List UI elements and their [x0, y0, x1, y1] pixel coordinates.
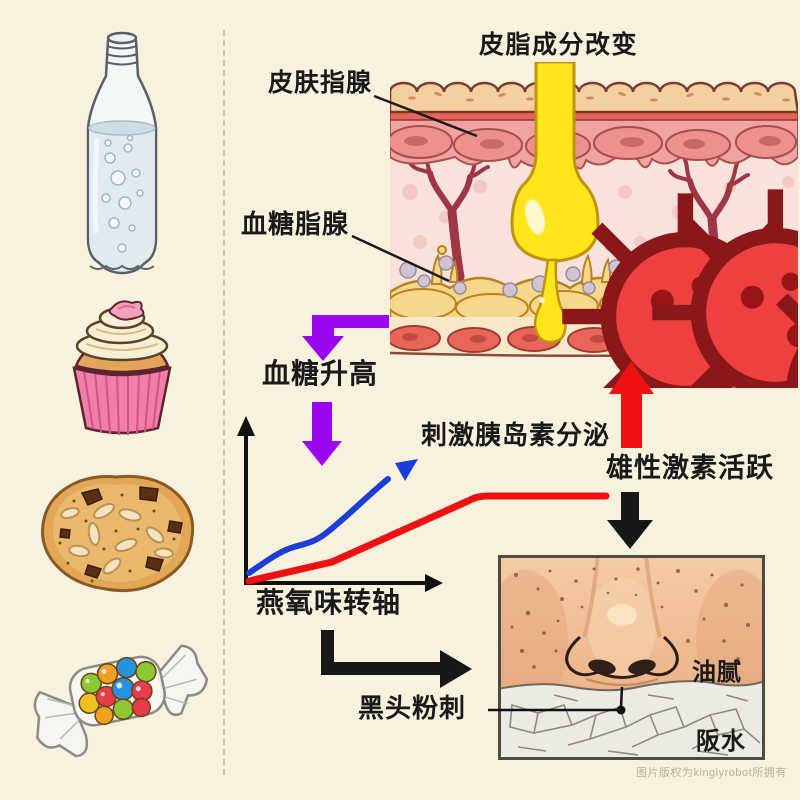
black-elbow-arrow — [321, 630, 472, 688]
label-insulin-secretion: 刺激胰岛素分泌 — [421, 421, 611, 450]
label-blood-sugar-gland: 血糖脂腺 — [241, 210, 350, 239]
dry-cracked-skin — [498, 680, 765, 760]
nostril-left — [588, 659, 616, 675]
label-blood-sugar-rise: 血糖升高 — [262, 359, 379, 390]
skin-cross-section-illustration — [390, 62, 798, 388]
watermark: 图片版权为kinglyrobot所拥有 — [636, 767, 787, 779]
nostril-right — [628, 659, 656, 675]
label-oily: 油腻 — [692, 660, 742, 686]
blue-curve-arrowhead — [395, 459, 418, 481]
wrapper-right-twist — [157, 644, 208, 717]
y-axis-arrowhead — [237, 416, 255, 436]
nose-panel-illustration — [498, 555, 765, 760]
candy-balls — [78, 656, 157, 726]
label-chart-x-axis: 燕氧味转轴 — [256, 588, 402, 619]
purple-down-arrow — [302, 402, 342, 466]
x-axis-arrowhead — [425, 574, 443, 592]
soda-bottle-illustration — [86, 31, 158, 275]
label-blackhead: 黑头粉刺 — [358, 694, 467, 723]
purple-elbow-arrow — [302, 315, 389, 361]
label-dry-water: 阪水 — [696, 729, 746, 755]
blue-insulin-curve — [246, 476, 391, 576]
title-sebum-change: 皮脂成分改变 — [479, 32, 639, 59]
label-epidermis-gland: 皮肤指腺 — [268, 70, 373, 97]
sebaceous-gland — [510, 62, 600, 344]
nose-panel-frame — [498, 555, 765, 760]
bubbles — [101, 134, 144, 253]
cupcake-illustration — [72, 300, 172, 436]
epidermis-layer — [390, 81, 798, 114]
candy-illustration — [33, 644, 208, 758]
label-androgen-active: 雄性激素活跃 — [606, 453, 774, 483]
nose-bridge — [588, 577, 656, 677]
wrapper-pleats — [83, 370, 161, 436]
chocolate-chunks — [59, 486, 183, 579]
divider-dashed-line — [223, 30, 225, 775]
black-down-arrow — [607, 492, 653, 549]
almond-slices — [60, 503, 174, 575]
cookie-illustration — [41, 474, 195, 593]
cookie-speckles — [58, 493, 176, 583]
sebum-drip-center — [533, 258, 567, 344]
candy-highlights — [85, 668, 141, 697]
